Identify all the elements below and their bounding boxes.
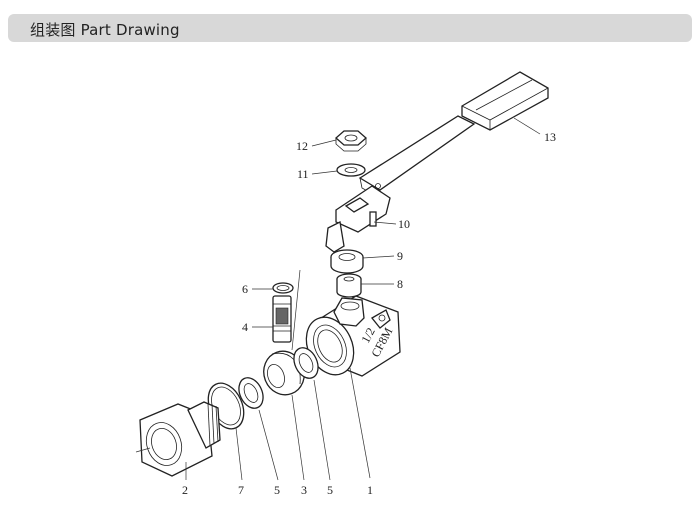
lock-pin xyxy=(272,295,292,343)
callout-10: 10 xyxy=(398,217,410,231)
callout-6: 7 xyxy=(238,483,244,497)
gland-nut xyxy=(330,249,364,274)
callout-12: 12 xyxy=(296,139,308,153)
callout-5-body-side: 5 xyxy=(327,483,333,497)
valve-body: 1/2 CF8M xyxy=(305,295,401,377)
callout-1: 1 xyxy=(367,483,373,497)
small-o-ring xyxy=(272,282,294,294)
stem-washer xyxy=(336,163,366,177)
callout-3: 3 xyxy=(301,483,307,497)
callout-4: 4 xyxy=(242,320,248,334)
header-bar: 组装图 Part Drawing xyxy=(8,14,692,42)
leader-lines xyxy=(135,117,541,481)
callout-8: 8 xyxy=(397,277,403,291)
valve-stem xyxy=(336,273,362,298)
body-marking-size: 1/2 xyxy=(358,325,378,345)
handle-grip xyxy=(461,71,549,131)
callout-11: 11 xyxy=(297,167,309,181)
callout-13: 13 xyxy=(544,130,556,144)
callout-5-cap-side: 5 xyxy=(274,483,280,497)
stem-nut xyxy=(335,130,367,152)
callout-7: 6 xyxy=(242,282,248,296)
callout-2: 2 xyxy=(182,483,188,497)
callout-labels: 12 11 13 10 9 8 6 4 2 7 5 3 5 1 xyxy=(182,130,556,497)
seat-ring-cap-side xyxy=(238,377,264,409)
page-title: 组装图 Part Drawing xyxy=(30,21,180,39)
callout-9: 9 xyxy=(397,249,403,263)
seat-ring-body-side xyxy=(293,347,319,379)
end-cap xyxy=(139,401,221,477)
handle-lever xyxy=(325,115,476,253)
